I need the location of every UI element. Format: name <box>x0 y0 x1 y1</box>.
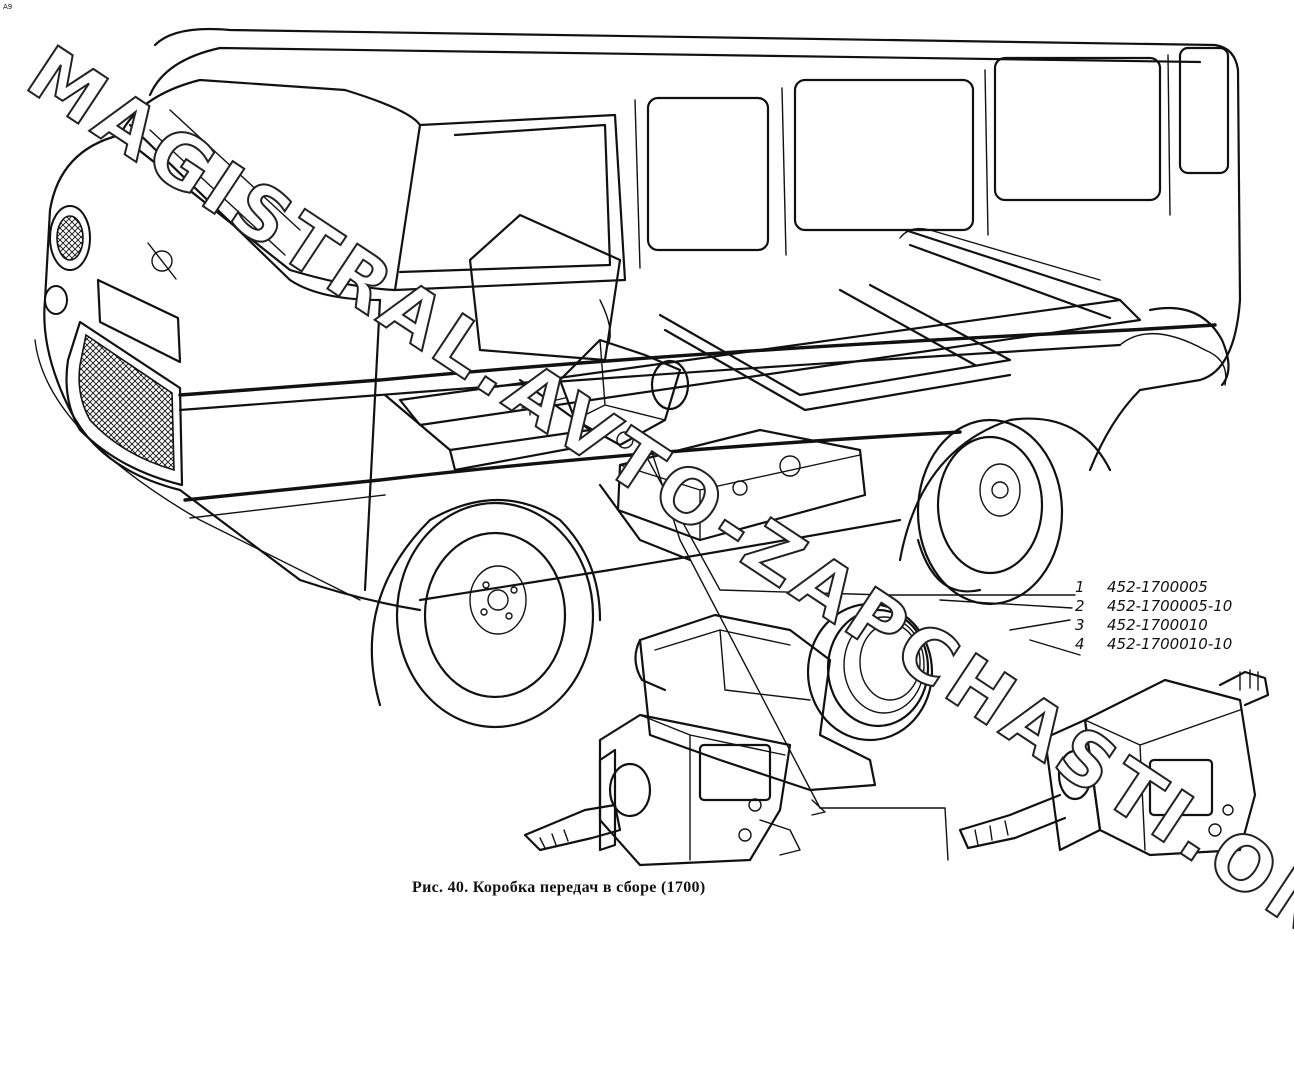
callout-number: 3 <box>1075 616 1085 634</box>
callout-row: 3 452-1700010 <box>1075 616 1232 635</box>
part-number: 452-1700005 <box>1107 578 1208 596</box>
chassis-frame <box>383 213 1142 542</box>
callout-row: 4 452-1700010-10 <box>1075 635 1232 654</box>
callout-row: 1 452-1700005 <box>1075 578 1232 597</box>
corner-mark: A9 <box>3 3 13 11</box>
part-number: 452-1700010-10 <box>1107 635 1233 653</box>
callout-number: 2 <box>1075 597 1085 615</box>
gearbox-in-vehicle <box>521 299 690 449</box>
callout-row: 2 452-1700005-10 <box>1075 597 1232 616</box>
front-wheel <box>370 499 602 729</box>
rear-wheel <box>898 417 1112 606</box>
gearbox-detail-without-housing <box>958 669 1270 857</box>
van-gearbox-drawing <box>34 27 1270 867</box>
leader-lines <box>639 439 1081 861</box>
gearbox-detail-with-housing <box>523 602 934 867</box>
callout-number: 1 <box>1075 578 1085 596</box>
callout-number: 4 <box>1075 635 1085 653</box>
figure-caption: Рис. 40. Коробка передач в сборе (1700) <box>412 879 706 896</box>
part-number: 452-1700005-10 <box>1107 597 1233 615</box>
diagram-canvas: A9 MAGISTRAL.AVTO-ZAPCHASTI.ONLINE 1 452… <box>3 3 1294 1075</box>
part-number: 452-1700010 <box>1107 616 1208 634</box>
van-body <box>34 27 1242 612</box>
part-number-callouts: 1 452-1700005 2 452-1700005-10 3 452-170… <box>1075 578 1232 654</box>
